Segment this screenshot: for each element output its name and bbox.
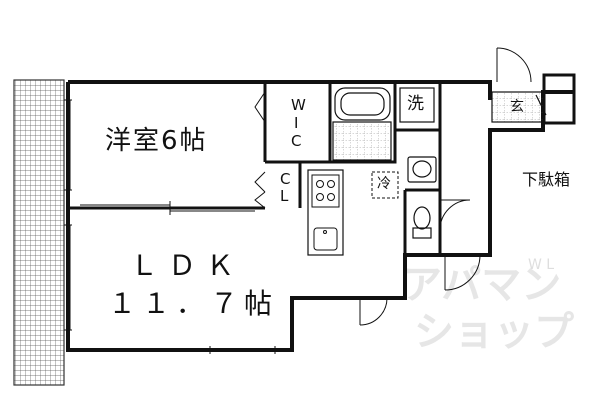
cl-label-c: C	[280, 170, 291, 188]
shoe-box-label: 下駄箱	[522, 170, 571, 189]
fridge-label: 冷	[377, 176, 391, 192]
windows	[64, 99, 276, 354]
wic-label-i: I	[294, 114, 299, 132]
toilet-icon	[412, 206, 432, 239]
laundry-label: 洗	[407, 94, 424, 114]
laundry-space	[399, 87, 435, 123]
cl-label-l: L	[280, 187, 289, 205]
ldk-label: ＬＤＫ	[130, 249, 245, 282]
balcony	[13, 79, 65, 386]
watermark-logo: アパマン ショップ	[402, 262, 574, 355]
entrance	[491, 73, 576, 125]
sink-icon	[313, 227, 338, 251]
door-swings	[359, 47, 532, 326]
stove-icon	[311, 174, 340, 208]
washbasin-icon	[407, 156, 437, 183]
ldk-area-label: １１．７帖	[108, 287, 279, 320]
sliding-door	[80, 201, 255, 215]
watermark-line2: ショップ	[414, 309, 574, 355]
kitchen-counter	[307, 169, 344, 256]
wic-label-c: C	[291, 132, 302, 150]
fridge-space	[371, 171, 399, 199]
watermark-line1: アパマン	[402, 262, 561, 308]
entrance-label: 玄	[510, 99, 524, 115]
bathtub-icon	[332, 87, 392, 161]
wic-label-w: W	[291, 96, 306, 114]
western-room-label: 洋室6帖	[105, 126, 208, 156]
watermark-small-text: W L	[528, 257, 555, 273]
closet-doors	[254, 91, 266, 209]
